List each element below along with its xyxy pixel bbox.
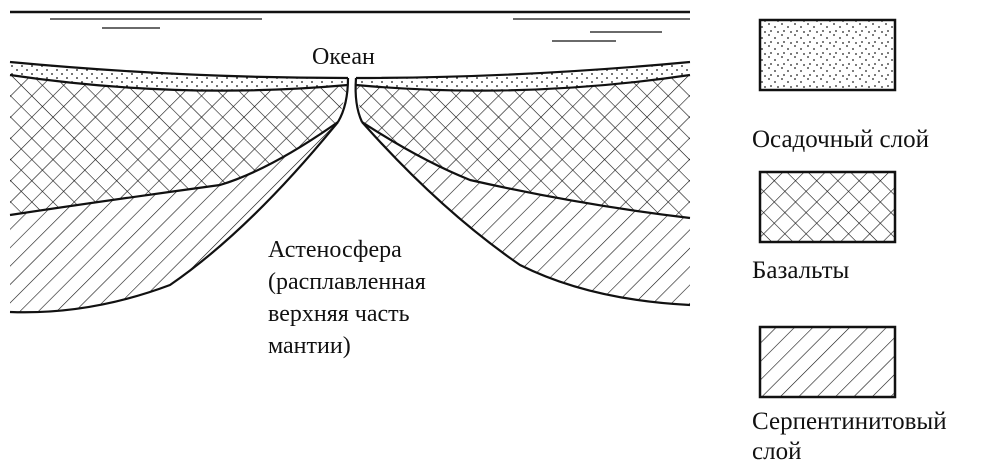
asthenosphere-label-line: Астеносфера <box>268 235 402 266</box>
asthenosphere-label-line: верхняя часть <box>268 299 410 330</box>
legend-swatch-sediment <box>760 20 895 90</box>
legend-label-basalt: Базальты <box>752 255 849 286</box>
asthenosphere-label-line: мантии) <box>268 331 351 362</box>
asthenosphere-label-line: (расплавленная <box>268 267 426 298</box>
legend-swatch-basalt <box>760 172 895 242</box>
legend-label-serpentinite-line1: Серпентинитовый <box>752 406 947 437</box>
ocean-label: Океан <box>312 42 375 73</box>
legend-label-sediment: Осадочный слой <box>752 124 929 155</box>
legend-label-serpentinite-line2: слой <box>752 436 801 467</box>
legend-swatch-serpentinite <box>760 327 895 397</box>
